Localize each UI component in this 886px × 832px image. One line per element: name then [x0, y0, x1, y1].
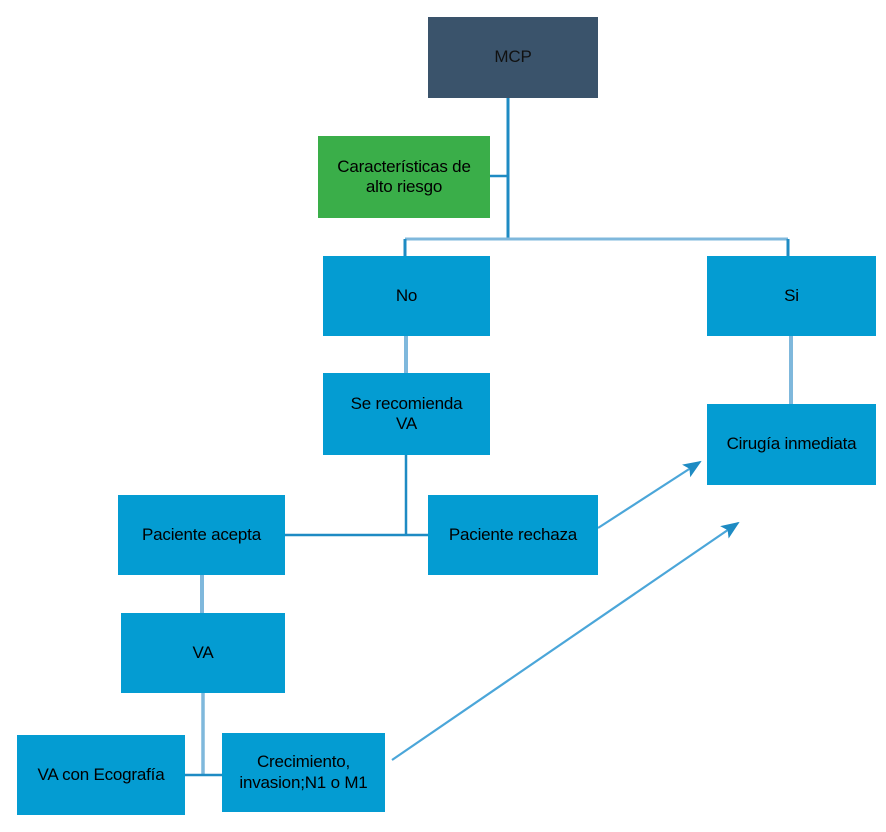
node-immediate-surgery[interactable]: Cirugía inmediata [707, 404, 876, 485]
node-patient-accepts[interactable]: Paciente acepta [118, 495, 285, 575]
node-no[interactable]: No [323, 256, 490, 336]
node-patient-refuses[interactable]: Paciente rechaza [428, 495, 598, 575]
node-mcp-label: MCP [494, 47, 532, 67]
edge-arrow-refuses-to-surgery [597, 460, 702, 529]
node-yes-label: Si [784, 285, 799, 305]
node-no-label: No [395, 285, 418, 305]
node-patient-refuses-label: Paciente rechaza [448, 524, 578, 544]
node-recommend-va-label: Se recomienda VA [350, 393, 463, 433]
node-high-risk[interactable]: Características de alto riesgo [318, 136, 490, 218]
node-recommend-va[interactable]: Se recomienda VA [323, 373, 490, 455]
node-growth-invasion-label: Crecimiento, invasion;N1 o M1 [239, 752, 368, 792]
node-patient-accepts-label: Paciente acepta [142, 524, 261, 544]
node-va[interactable]: VA [121, 613, 285, 693]
node-mcp[interactable]: MCP [428, 17, 598, 98]
node-growth-invasion[interactable]: Crecimiento, invasion;N1 o M1 [222, 733, 385, 812]
node-high-risk-label: Características de alto riesgo [337, 156, 471, 196]
node-va-label: VA [192, 642, 214, 662]
node-va-ultrasound[interactable]: VA con Ecografía [17, 735, 185, 815]
node-yes[interactable]: Si [707, 256, 876, 336]
node-immediate-surgery-label: Cirugía inmediata [726, 434, 857, 454]
node-va-ultrasound-label: VA con Ecografía [37, 764, 165, 784]
